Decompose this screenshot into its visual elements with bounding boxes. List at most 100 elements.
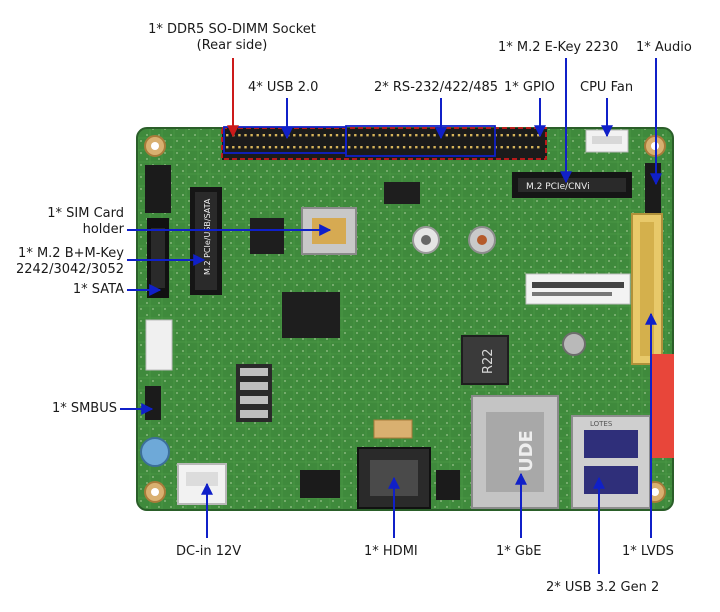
header-pin	[451, 146, 455, 149]
header-pin	[384, 146, 387, 149]
header-pin	[348, 146, 351, 149]
label-dcin: DC-in 12V	[176, 544, 242, 559]
chip-c	[282, 292, 340, 338]
label-sim: 1* SIM Card holder	[20, 206, 124, 238]
m2-pcie-silk: M.2 PCIe/CNVi	[526, 182, 590, 192]
header-pin	[390, 146, 394, 149]
header-pin	[537, 146, 540, 149]
header-pin	[232, 146, 235, 149]
header-pin	[268, 134, 272, 137]
header-pin	[500, 146, 503, 149]
header-pin	[256, 134, 259, 137]
label-audio: 1* Audio	[636, 40, 692, 55]
header-pin	[518, 134, 522, 137]
header-pin	[396, 134, 400, 137]
header-pin	[280, 146, 284, 149]
left-header-top	[145, 165, 171, 213]
header-pin	[341, 146, 345, 149]
header-pin	[311, 146, 314, 149]
header-pin	[287, 146, 290, 149]
label-gbe: 1* GbE	[496, 544, 542, 559]
header-pin	[482, 134, 485, 137]
header-pin	[293, 134, 296, 137]
label-usb20: 4* USB 2.0	[248, 80, 319, 95]
label-m2b: 1* M.2 B+M-Key 2242/3042/3052	[4, 246, 124, 278]
header-pin	[427, 134, 430, 137]
header-pin	[360, 146, 363, 149]
label-gpio: 1* GPIO	[504, 80, 555, 95]
header-pin	[372, 146, 375, 149]
label-usb32: 2* USB 3.2 Gen 2	[546, 580, 660, 595]
m2-sata-silk: M.2 PCIe/USB/SATA	[203, 198, 212, 275]
chip-b	[384, 182, 420, 204]
header-pin	[409, 146, 412, 149]
header-pin	[476, 134, 479, 137]
inductor	[461, 335, 509, 385]
header-pin	[512, 146, 516, 149]
header-pin	[518, 146, 522, 149]
label-m2e: 1* M.2 E-Key 2230	[498, 40, 619, 55]
inductor-silk: R22	[481, 348, 496, 374]
header-pin	[439, 146, 442, 149]
header-pin	[299, 146, 302, 149]
header-pin	[402, 134, 406, 137]
header-pin	[329, 134, 333, 137]
header-pin	[274, 134, 278, 137]
lvds-backlight-connector	[650, 354, 674, 458]
header-pin	[396, 146, 400, 149]
label-lvds: 1* LVDS	[622, 544, 674, 559]
header-pin	[341, 134, 345, 137]
header-pin	[244, 146, 247, 149]
label-sata: 1* SATA	[72, 282, 124, 297]
header-pin	[415, 146, 418, 149]
header-pin	[378, 146, 381, 149]
header-pin	[463, 134, 467, 137]
header-pin	[274, 146, 278, 149]
header-pin	[280, 134, 284, 137]
header-pin	[268, 146, 272, 149]
header-pin	[299, 134, 302, 137]
header-pin	[433, 146, 436, 149]
label-sim-line1: 1* SIM Card	[47, 206, 124, 221]
header-pin	[317, 134, 320, 137]
header-pin	[445, 146, 448, 149]
label-rs232: 2* RS-232/422/485	[374, 80, 499, 95]
ddr5-highlight-box	[221, 127, 547, 160]
header-pin	[256, 146, 259, 149]
header-pin	[488, 134, 491, 137]
usb32-silk: LOTES	[590, 420, 613, 428]
header-pin	[402, 146, 406, 149]
header-pin	[384, 134, 387, 137]
smbus-header	[145, 386, 161, 420]
bottom-header	[300, 470, 340, 498]
header-pin	[250, 146, 253, 149]
header-pin	[378, 134, 381, 137]
left-white-connector	[145, 319, 173, 371]
header-pin	[506, 134, 509, 137]
header-pin	[323, 134, 326, 137]
header-pin	[238, 134, 241, 137]
header-pin	[250, 134, 253, 137]
header-pin	[445, 134, 448, 137]
rs232-highlight-box	[345, 125, 496, 157]
header-pin	[238, 146, 241, 149]
header-pin	[366, 134, 369, 137]
header-pin	[317, 146, 320, 149]
label-hdmi: 1* HDMI	[364, 544, 418, 559]
header-pin	[390, 134, 394, 137]
label-sim-line2: holder	[82, 222, 124, 237]
label-ddr5-line1: 1* DDR5 SO-DIMM Socket	[148, 22, 316, 37]
header-pin	[470, 146, 473, 149]
header-pin	[226, 134, 229, 137]
bottom-header-2	[436, 470, 460, 500]
header-pin	[476, 146, 479, 149]
battery	[140, 437, 170, 467]
header-pin	[354, 146, 357, 149]
chip-a	[250, 218, 284, 254]
header-pin	[262, 146, 265, 149]
board-sticker	[525, 273, 631, 305]
label-smbus: 1* SMBUS	[51, 401, 117, 416]
header-pin	[433, 134, 436, 137]
header-pin	[348, 134, 351, 137]
